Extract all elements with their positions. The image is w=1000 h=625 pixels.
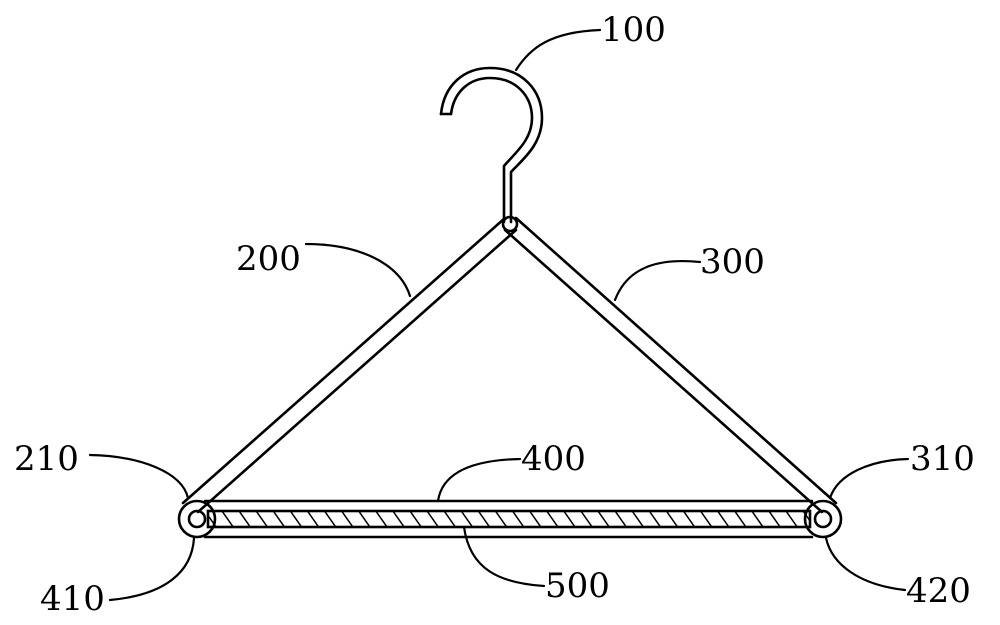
leader-200 [304, 242, 412, 298]
bottom-bar [203, 499, 814, 539]
label-500: 500 [545, 566, 610, 606]
label-100: 100 [601, 10, 666, 50]
label-400: 400 [521, 439, 586, 479]
left-arm [181, 216, 518, 514]
hatched-insert [206, 509, 812, 529]
leader-100 [514, 28, 602, 72]
right-arm [503, 216, 838, 514]
leader-410 [108, 536, 196, 602]
label-420: 420 [906, 571, 971, 611]
hook [439, 66, 544, 224]
leader-210 [88, 453, 190, 500]
leader-300 [613, 259, 702, 302]
label-210: 210 [14, 439, 79, 479]
leader-420 [824, 536, 907, 592]
label-310: 310 [910, 439, 975, 479]
leader-310 [828, 457, 910, 500]
right-joint [803, 499, 843, 539]
label-200: 200 [236, 239, 301, 279]
left-joint [177, 499, 217, 539]
leader-400 [436, 457, 522, 503]
label-410: 410 [40, 579, 105, 619]
leader-500 [462, 525, 546, 588]
top-pivot [501, 215, 519, 233]
label-300: 300 [700, 242, 765, 282]
